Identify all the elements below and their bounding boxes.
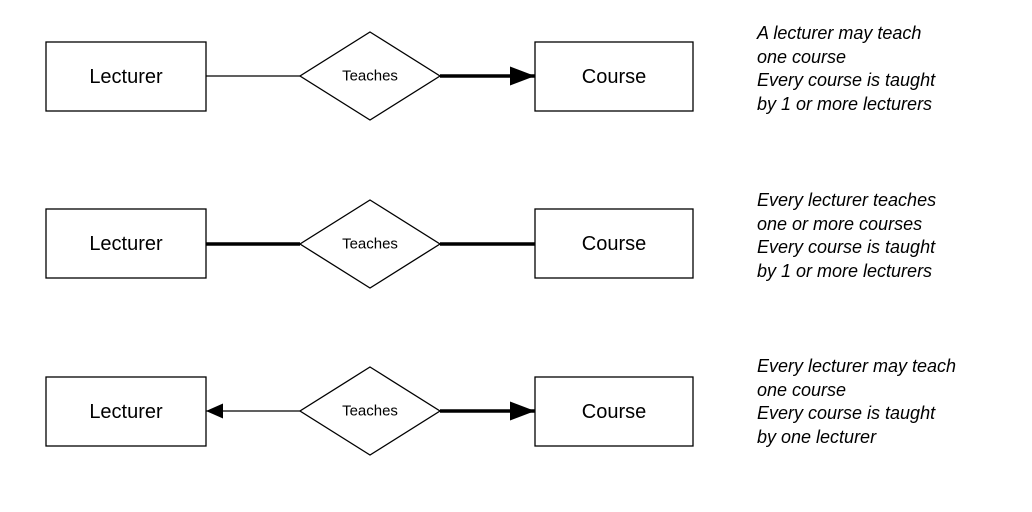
caption-line: Every course is taught [757,237,936,257]
row-3-course-entity [534,376,694,447]
row-2-lecturer-entity [45,208,207,279]
row-3-course-label: Course [582,401,646,423]
caption-line: by 1 or more lecturers [757,93,933,114]
er-row-1: Lecturer Teaches Course [45,31,694,121]
caption-line: Every lecturer teaches [757,190,937,210]
er-row-3: Lecturer Teaches Course [45,366,694,456]
row-1-lecturer-label: Lecturer [89,66,163,88]
row-1-caption: A lecturer may teach one course Every co… [757,22,1029,116]
er-row-2: Lecturer Teaches Course [45,199,694,289]
row-3-teaches-label: Teaches [342,403,398,420]
row-2-teaches-relationship [298,199,442,289]
row-2-teaches-label: Teaches [342,236,398,253]
row-1-course-entity [534,41,694,112]
row-2-course-label: Course [582,233,646,255]
caption-line: A lecturer may teach [757,23,922,43]
caption-line: one or more courses [757,213,923,234]
row-3-lecturer-label: Lecturer [89,401,163,423]
row-1-right-arrowhead [510,66,535,86]
row-2-caption: Every lecturer teaches one or more cours… [757,189,1029,283]
caption-line: by 1 or more lecturers [757,260,933,281]
caption-line: Every course is taught [757,70,936,90]
caption-line: one course [757,46,847,67]
row-2-course-entity [534,208,694,279]
caption-line: Every course is taught [757,403,936,423]
row-1-lecturer-entity [45,41,207,112]
row-3-left-arrowhead [206,403,223,419]
caption-line: one course [757,379,847,400]
caption-line: Every lecturer may teach [757,356,957,376]
row-2-lecturer-label: Lecturer [89,233,163,255]
row-1-teaches-label: Teaches [342,68,398,85]
row-1-teaches-relationship [298,31,442,121]
row-3-lecturer-entity [45,376,207,447]
row-3-right-arrowhead [510,401,535,421]
row-3-caption: Every lecturer may teach one course Ever… [757,355,1029,449]
caption-line: by one lecturer [757,426,877,447]
row-1-course-label: Course [582,66,646,88]
row-3-teaches-relationship [298,366,442,456]
